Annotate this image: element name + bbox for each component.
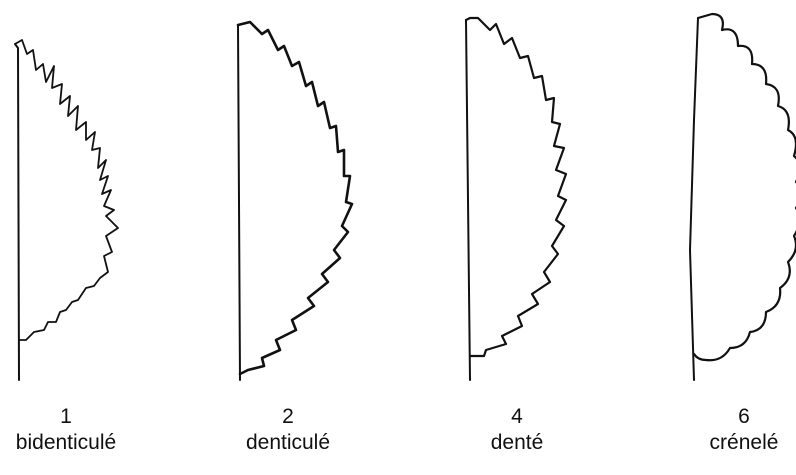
leaf-2-caption: 2 denticulé — [208, 404, 368, 456]
leaf-4-midrib — [465, 19, 471, 381]
leaf-4-caption: 4 denté — [437, 404, 597, 456]
leaf-1-label: bidenticulé — [15, 431, 117, 454]
leaf-6-margin — [692, 12, 796, 362]
leaf-1-margin — [14, 39, 119, 341]
leaf-2-label: denticulé — [245, 431, 331, 454]
leaf-6-caption: 6 crénelé — [664, 404, 796, 456]
leaf-4-dentate — [464, 16, 568, 381]
leaf-6-number: 6 — [738, 405, 750, 428]
leaf-6-midrib — [689, 17, 699, 381]
leaf-2-number: 2 — [282, 405, 294, 428]
leaf-4-number: 4 — [511, 405, 523, 428]
leaf-1-bidenticulate — [14, 39, 119, 381]
leaf-6-label: crénelé — [709, 431, 779, 454]
leaf-1-midrib — [14, 43, 20, 381]
leaf-2-margin — [236, 20, 354, 376]
leaf-4-label: denté — [490, 431, 544, 454]
leaf-2-denticulate — [236, 20, 354, 381]
leaf-4-margin — [464, 16, 568, 358]
leaf-6-crenate — [689, 12, 796, 381]
leaf-2-midrib — [237, 24, 241, 381]
leaf-1-caption: 1 bidenticulé — [0, 404, 146, 456]
leaf-1-number: 1 — [60, 405, 72, 428]
